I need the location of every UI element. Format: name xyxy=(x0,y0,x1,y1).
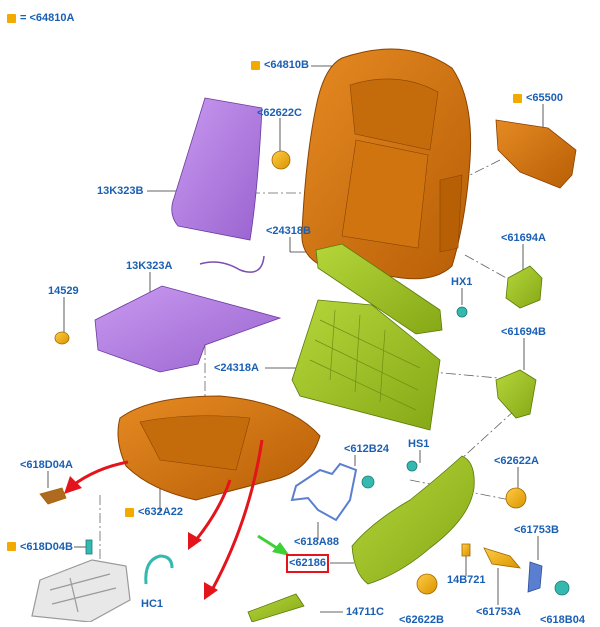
label-618d04a[interactable]: <618D04A xyxy=(20,459,73,471)
label-13k323a[interactable]: 13K323A xyxy=(126,260,173,272)
label-65500[interactable]: <65500 xyxy=(526,92,564,104)
clip-14529 xyxy=(54,331,70,345)
label-618b04[interactable]: <618B04 xyxy=(540,614,585,626)
red-arrowhead-3 xyxy=(204,582,218,600)
label-hc1[interactable]: HC1 xyxy=(141,598,164,610)
screws xyxy=(85,306,570,596)
legend-key-square xyxy=(7,14,16,23)
trim-cover-61694a xyxy=(505,265,543,309)
key-square-632a22 xyxy=(125,508,134,517)
back-support-24318b xyxy=(315,243,443,335)
label-61753a[interactable]: <61753A xyxy=(476,606,521,618)
lumbar-mat-24318a xyxy=(291,299,441,431)
seat-cushion-foam xyxy=(117,395,321,501)
label-64810b[interactable]: <64810B xyxy=(264,59,309,71)
screw-hx1 xyxy=(456,306,468,318)
screw-612b24 xyxy=(361,475,375,489)
red-arrowhead-2 xyxy=(188,532,202,550)
label-61694b[interactable]: <61694B xyxy=(501,326,546,338)
clip-14b721 xyxy=(461,543,471,557)
knob-62622b xyxy=(416,573,438,595)
screw-618b04 xyxy=(554,580,570,596)
back-pad-13k323b xyxy=(171,97,263,241)
key-square-64810b xyxy=(251,61,260,70)
legend-text: = <64810A xyxy=(20,12,74,24)
label-62186-highlighted[interactable]: <62186 xyxy=(285,554,330,573)
label-hx1[interactable]: HX1 xyxy=(451,276,473,288)
label-612b24[interactable]: <612B24 xyxy=(344,443,389,455)
label-24318a[interactable]: <24318A xyxy=(214,362,259,374)
red-arrowhead-1 xyxy=(64,476,82,494)
key-square-618d04b xyxy=(7,542,16,551)
legend-part: <64810A xyxy=(29,12,75,24)
label-618d04b[interactable]: <618D04B xyxy=(20,541,73,553)
clip-61753b xyxy=(527,561,543,593)
side-shield-62186 xyxy=(351,455,475,585)
seat-frame xyxy=(31,559,131,622)
harness-14711c xyxy=(247,593,305,622)
label-13k323b[interactable]: 13K323B xyxy=(97,185,144,197)
label-14529[interactable]: 14529 xyxy=(48,285,79,297)
clip-618d04b xyxy=(85,539,93,555)
yellow-fasteners xyxy=(39,150,527,595)
label-61694a[interactable]: <61694A xyxy=(501,232,546,244)
clip-618d04a xyxy=(39,487,67,505)
clip-61753a xyxy=(483,547,521,569)
cushion-pad-13k323a xyxy=(94,285,282,373)
seat-back-foam xyxy=(301,48,472,280)
trim-cover-61694b xyxy=(495,369,537,419)
side-trim-65500 xyxy=(495,119,577,189)
key-square-65500 xyxy=(513,94,522,103)
label-hs1[interactable]: HS1 xyxy=(408,438,430,450)
label-14b721[interactable]: 14B721 xyxy=(447,574,486,586)
label-618a88[interactable]: <618A88 xyxy=(294,536,339,548)
pad-wire xyxy=(199,255,265,273)
label-62622c[interactable]: <62622C xyxy=(257,107,302,119)
label-62622a[interactable]: <62622A xyxy=(494,455,539,467)
label-24318b[interactable]: <24318B xyxy=(266,225,311,237)
label-14711c[interactable]: 14711C xyxy=(346,606,384,618)
green-arrow xyxy=(257,534,290,556)
label-632a22[interactable]: <632A22 xyxy=(138,506,183,518)
hook-hc1 xyxy=(144,554,174,585)
knob-62622a xyxy=(505,487,527,509)
label-62622b[interactable]: <62622B xyxy=(399,614,444,626)
bracket-618a88 xyxy=(290,462,358,522)
legend-equals: = xyxy=(20,12,27,24)
knob-62622c xyxy=(271,150,291,170)
screw-hs1 xyxy=(406,460,418,472)
label-61753b[interactable]: <61753B xyxy=(514,524,559,536)
